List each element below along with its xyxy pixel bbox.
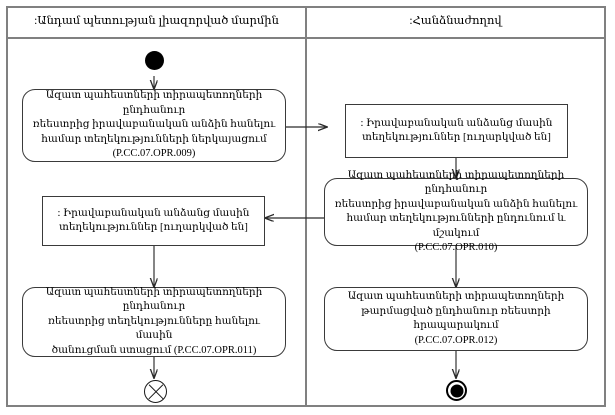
- activity-node-opr-010[interactable]: Ազատ պահեստների տիրապետողների ընդհանուր …: [324, 170, 588, 253]
- activity-node-opr-009[interactable]: Ազատ պահեստների տիրապետողների ընդհանուր …: [22, 89, 286, 162]
- activity-node-opr-009-label: Ազատ պահեստների տիրապետողների ընդհանուր …: [32, 90, 276, 160]
- flow-final-node: [144, 380, 167, 403]
- swimlane-divider: [305, 6, 307, 407]
- swimlane-header-member-state: :Անդամ պետության լիազորված մարմին: [34, 15, 279, 27]
- activity-node-opr-011-label: Ազատ պահեստների տիրապետողների ընդհանուր …: [45, 286, 263, 356]
- object-node-legal-entity-info-sent-left[interactable]: : Իրավաբանական անձանց մասին տեղեկություն…: [42, 196, 265, 246]
- activity-final-inner-dot: [450, 384, 463, 397]
- activity-node-opr-012-label: Ազատ պահեստների տիրապետողների թարմացված …: [347, 291, 565, 346]
- object-node-legal-entity-info-sent-right-label: : Իրավաբանական անձանց մասին տեղեկություն…: [360, 117, 553, 144]
- swimlane-header-rule: [6, 37, 606, 39]
- object-node-legal-entity-info-sent-right[interactable]: : Իրավաբանական անձանց մասին տեղեկություն…: [345, 104, 568, 158]
- object-node-legal-entity-info-sent-left-label: : Իրավաբանական անձանց մասին տեղեկություն…: [57, 207, 250, 234]
- activity-node-opr-010-label: Ազատ պահեստների տիրապետողների ընդհանուր …: [334, 169, 578, 254]
- initial-node: [145, 51, 164, 70]
- activity-final-node: [446, 380, 467, 401]
- activity-node-opr-011[interactable]: Ազատ պահեստների տիրապետողների ընդհանուր …: [22, 287, 286, 357]
- activity-node-opr-012[interactable]: Ազատ պահեստների տիրապետողների թարմացված …: [324, 287, 588, 351]
- swimlane-header-commission: :Հանձնաժողով: [409, 15, 502, 27]
